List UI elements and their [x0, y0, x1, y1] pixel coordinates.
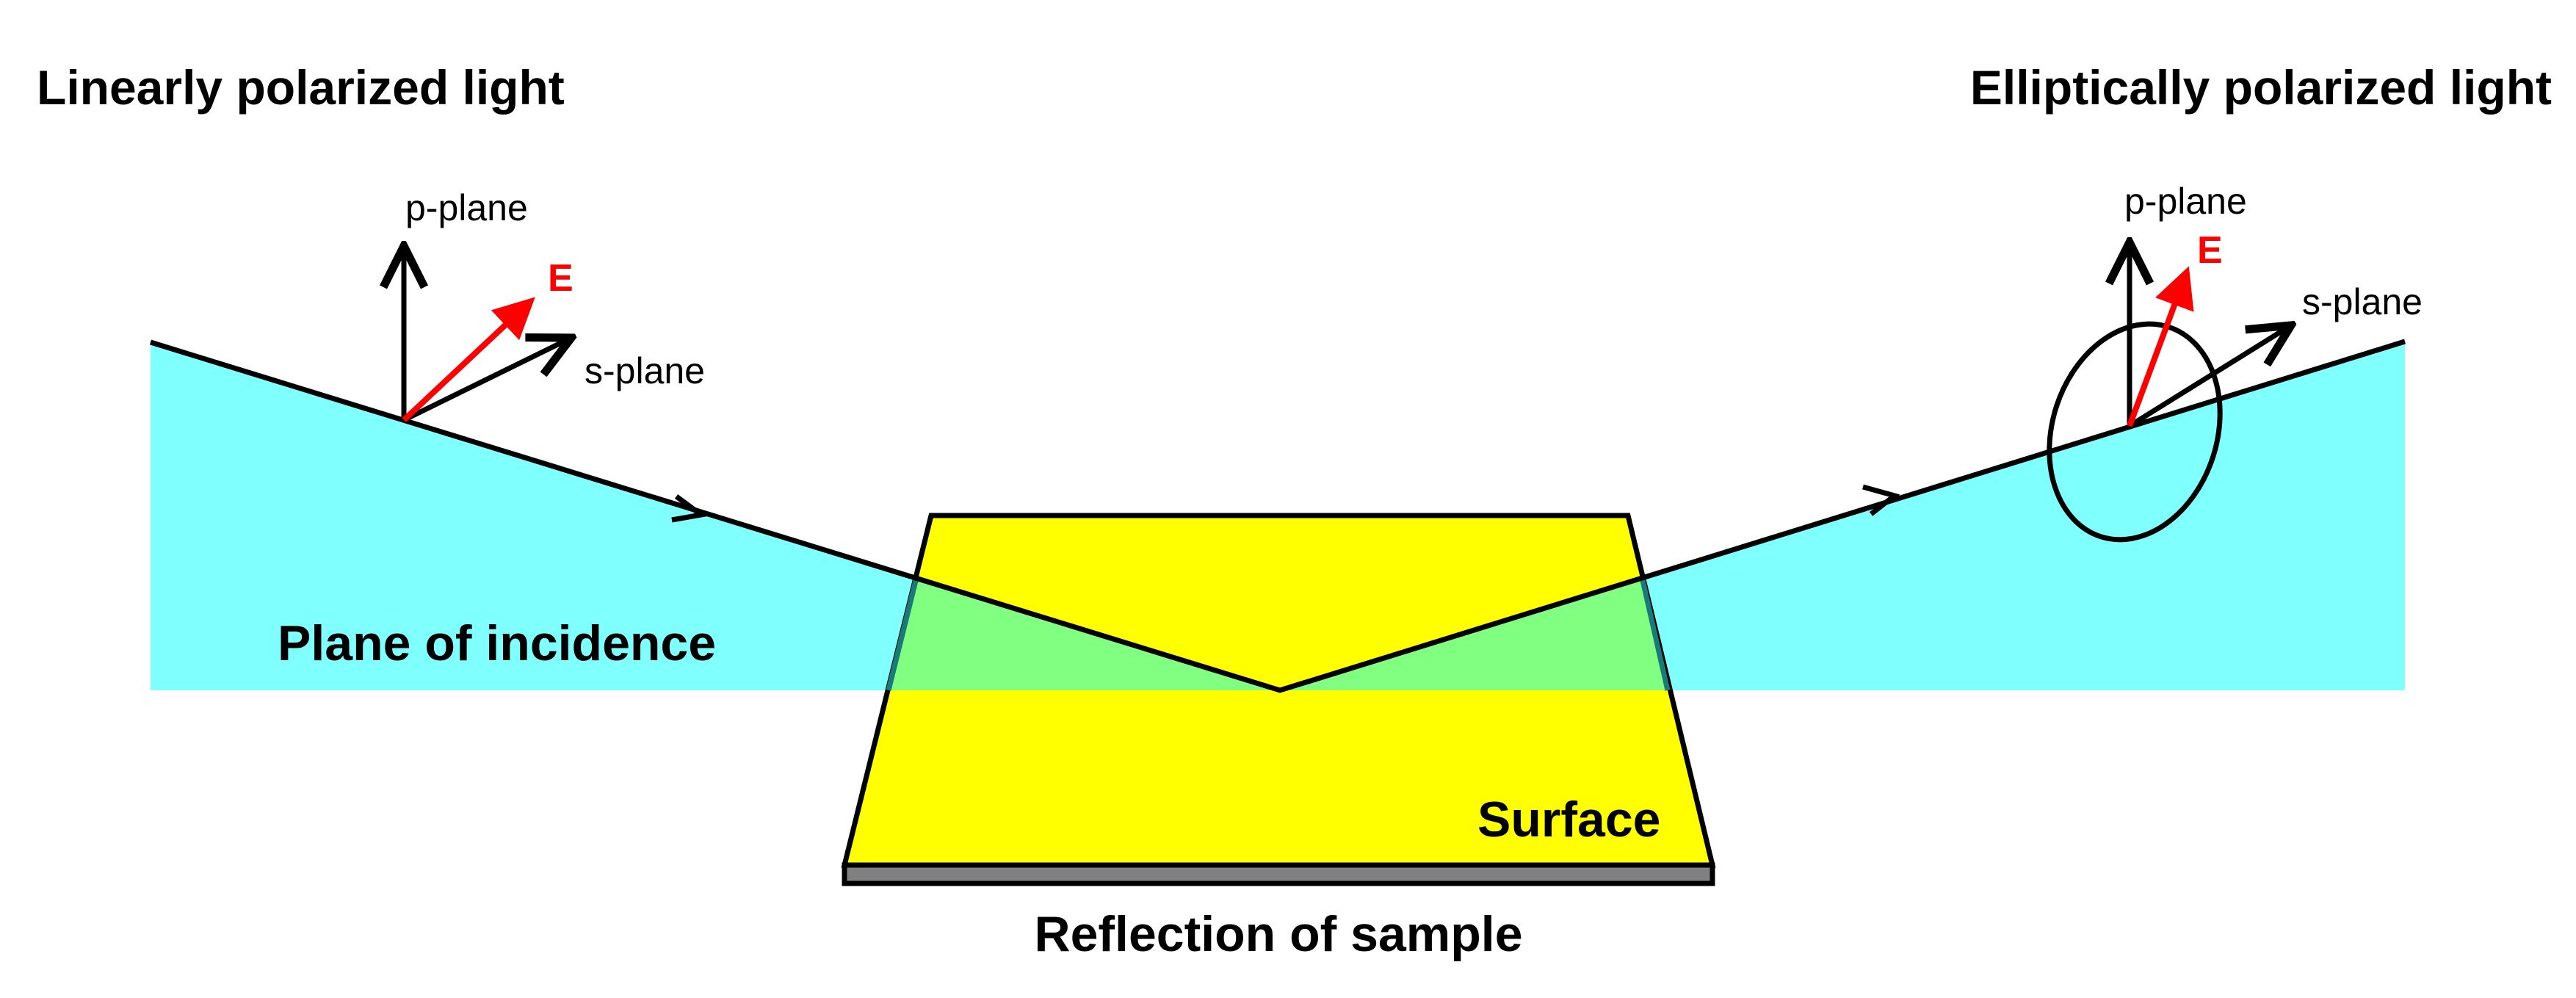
p-plane-label-right: p-plane — [2124, 181, 2247, 222]
reflected-direction-arrow — [1862, 484, 1900, 516]
e-vector-left — [402, 297, 535, 422]
s-plane-label-left: s-plane — [585, 350, 705, 391]
p-plane-label-left: p-plane — [405, 187, 528, 228]
plane-surface-overlap — [889, 577, 1668, 690]
surface-label: Surface — [1477, 792, 1660, 847]
sample-base — [842, 862, 1715, 886]
plane-of-incidence-label: Plane of incidence — [278, 615, 716, 671]
e-label-left: E — [548, 257, 574, 300]
right-polarization-vectors — [2127, 242, 2291, 428]
left-polarization-vectors — [402, 246, 571, 423]
e-label-right: E — [2197, 229, 2223, 272]
light-path — [149, 339, 2406, 693]
title-linearly-polarized: Linearly polarized light — [37, 60, 565, 115]
s-plane-vector-left — [402, 338, 571, 423]
title-elliptically-polarized: Elliptically polarized light — [1970, 60, 2552, 115]
s-plane-label-right: s-plane — [2302, 281, 2423, 322]
surface-edge-left-in-plane — [886, 577, 919, 691]
incident-direction-arrow — [671, 494, 708, 523]
e-vector-right — [2127, 266, 2194, 427]
reflection-of-sample-label: Reflection of sample — [1034, 906, 1522, 962]
surface-edge-right-in-plane — [1639, 576, 1671, 691]
s-plane-vector-right — [2128, 325, 2291, 428]
